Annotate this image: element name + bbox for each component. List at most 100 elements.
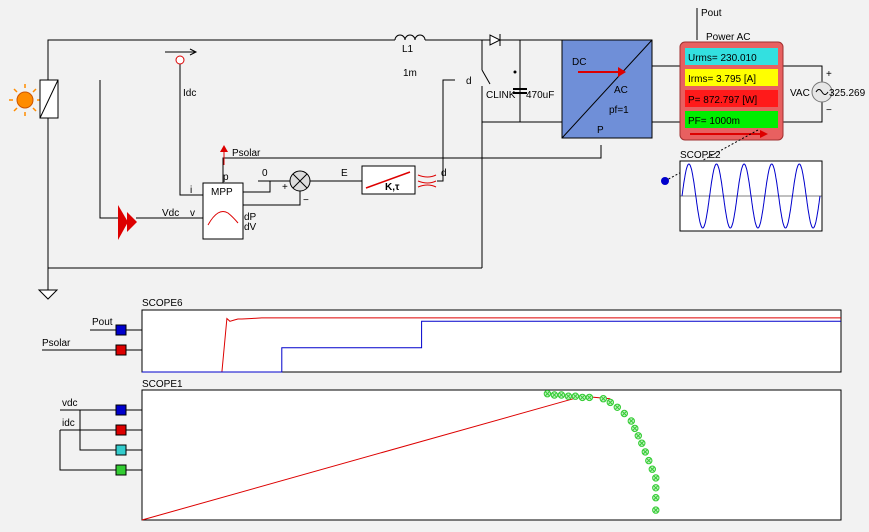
scope1-panel[interactable]	[141, 389, 842, 521]
scope6-psolar-label: Psolar	[42, 338, 71, 349]
switch-d-label: d	[466, 76, 472, 87]
scope1-green-marker-cross	[580, 395, 585, 400]
converter-ac-label: AC	[614, 85, 628, 96]
pv-panel-icon[interactable]	[39, 79, 59, 119]
vac-value: 325.269	[829, 88, 866, 99]
scope6-series-blue	[142, 320, 841, 373]
scope6-port-red[interactable]	[115, 344, 127, 356]
psolar-top-label: Psolar	[232, 148, 261, 159]
power-ac-meter[interactable]	[679, 41, 784, 141]
sum-plus: +	[282, 182, 288, 193]
scope6-pout-label: Pout	[92, 317, 113, 328]
mpp-label: MPP	[211, 187, 233, 198]
mpp-v-port: v	[190, 208, 195, 219]
scope2-series-line	[681, 163, 821, 229]
vac-label: VAC	[790, 88, 810, 99]
scope1-green-marker-cross	[653, 507, 659, 513]
e-label: E	[341, 168, 348, 179]
scope6-series-red	[142, 317, 841, 373]
converter-p-label: P	[597, 125, 604, 136]
clink-value: 470uF	[526, 90, 554, 101]
mpp-dp-label: dP	[244, 212, 257, 223]
scope1-port-cyan[interactable]	[115, 444, 127, 456]
scope1-port-red[interactable]	[115, 424, 127, 436]
scope1-port-green[interactable]	[115, 464, 127, 476]
scope1-title: SCOPE1	[142, 379, 183, 390]
mpp-p-port: p	[223, 172, 229, 183]
meter-row-p	[685, 90, 778, 107]
idc-label: Idc	[183, 88, 196, 99]
meter-urms-text: Urms= 230.010	[688, 53, 757, 64]
filter-icon	[417, 174, 437, 188]
scope1-green-marker-cross	[545, 391, 550, 397]
meter-p-text: P= 872.797 [W]	[688, 95, 757, 106]
scope6-title: SCOPE6	[142, 298, 183, 309]
scope1-green-marker-cross	[642, 449, 648, 455]
scope1-green-marker-cross	[632, 426, 638, 431]
meter-pf-text: PF= 1000m	[688, 116, 740, 127]
converter-dc-label: DC	[572, 57, 586, 68]
meter-arrow	[690, 130, 768, 138]
switch-icon[interactable]	[481, 69, 491, 92]
scope1-inputs	[59, 409, 142, 471]
converter-pf-label: pf=1	[609, 105, 629, 116]
vdc-in-label: Vdc	[162, 208, 179, 219]
scope1-series-green	[543, 390, 660, 514]
inductor-l1[interactable]	[394, 34, 426, 41]
vac-minus: −	[826, 105, 832, 116]
capacitor-clink[interactable]	[513, 40, 527, 94]
scope2-probe[interactable]	[661, 177, 669, 185]
scope6-inputs	[42, 329, 142, 351]
sum-minus: −	[303, 195, 309, 206]
scope1-green-marker-cross	[607, 400, 613, 405]
meter-irms-text: Irms= 3.795 [A]	[688, 74, 756, 85]
k-tau-label: K,τ	[385, 182, 400, 193]
scope1-green-marker-cross	[559, 392, 564, 398]
scope1-green-marker-cross	[653, 495, 659, 501]
pout-top-label: Pout	[701, 8, 722, 19]
sine-source-icon[interactable]	[811, 81, 833, 103]
clink-label: CLINK	[486, 90, 516, 101]
power-ac-title: Power AC	[706, 32, 750, 43]
current-sensor-icon[interactable]	[165, 48, 198, 65]
scope6-port-blue[interactable]	[115, 324, 127, 336]
scope1-green-marker-cross	[566, 393, 571, 399]
diode-icon[interactable]	[489, 34, 502, 46]
meter-row-urms	[685, 48, 778, 65]
l1-value: 1m	[403, 68, 417, 79]
k-tau-block[interactable]	[361, 165, 416, 195]
meter-row-pf	[685, 111, 778, 128]
d-out-label: d	[441, 168, 447, 179]
dc-ac-converter[interactable]	[561, 39, 653, 139]
mpp-block[interactable]	[202, 182, 244, 240]
wires	[47, 8, 823, 290]
scope1-green-marker-cross	[628, 418, 634, 424]
scope1-green-marker-cross	[614, 404, 620, 410]
scope1-green-marker-cross	[573, 393, 578, 399]
l1-label: L1	[402, 44, 414, 55]
scope1-idc-label: idc	[62, 418, 75, 429]
scope6-panel[interactable]	[141, 309, 842, 373]
summing-junction-icon[interactable]	[289, 170, 311, 192]
scope1-green-marker-cross	[639, 440, 645, 446]
scope1-port-blue[interactable]	[115, 404, 127, 416]
scope1-green-marker-cross	[635, 433, 641, 439]
psolar-arrow	[220, 145, 228, 165]
scope1-green-marker-cross	[600, 396, 606, 402]
scope1-green-marker-cross	[653, 475, 659, 481]
ground-icon	[37, 289, 59, 300]
meter-row-irms	[685, 69, 778, 86]
mpp-i-port: i	[190, 185, 192, 196]
scope1-green-marker-cross	[621, 411, 627, 416]
mpp-dv-label: dV	[244, 222, 257, 233]
scope1-green-marker-cross	[587, 395, 592, 400]
zero-input-label: 0	[262, 168, 268, 179]
amplifier-icon[interactable]	[118, 205, 137, 240]
scope1-green-marker-cross	[653, 485, 659, 491]
scope1-vdc-label: vdc	[62, 398, 78, 409]
scope2-title: SCOPE2	[680, 150, 721, 161]
scope1-green-marker-cross	[649, 466, 655, 472]
scope1-green-marker-cross	[552, 392, 557, 398]
sun-icon	[9, 84, 41, 116]
